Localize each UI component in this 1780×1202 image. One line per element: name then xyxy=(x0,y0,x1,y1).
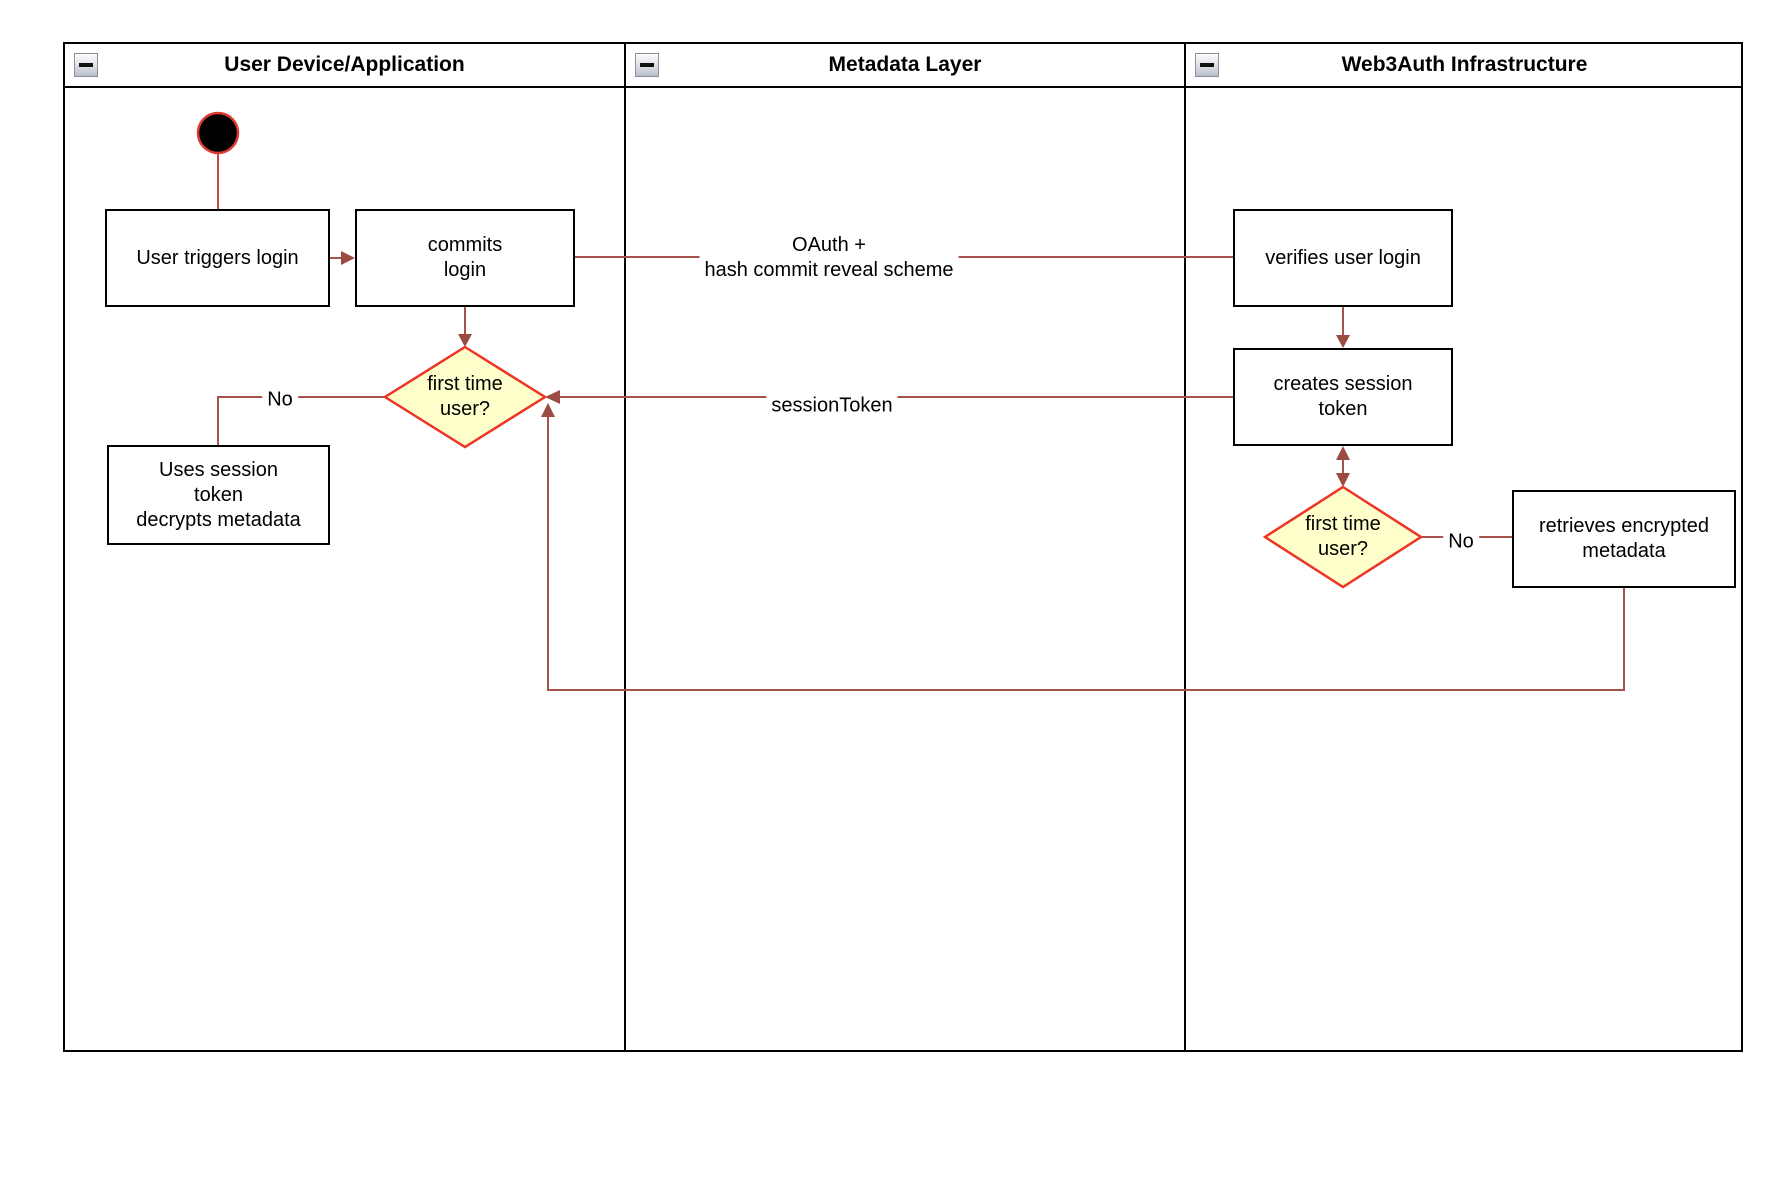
arrowhead-up-into-creates-session xyxy=(1336,446,1350,460)
arrowhead-loop-into-decision-device xyxy=(541,403,555,417)
lane-header-user-device[interactable]: User Device/Application xyxy=(65,44,624,86)
edge-label-no-infra[interactable]: No xyxy=(1443,529,1479,555)
arrowhead-into-creates-session xyxy=(1336,335,1350,348)
edge-label-oauth[interactable]: OAuth + hash commit reveal scheme xyxy=(699,233,959,283)
collapse-lane-button-1[interactable] xyxy=(74,53,98,77)
lane-header-separator xyxy=(63,86,1743,88)
edge-no-device xyxy=(217,396,385,445)
node-label: User triggers login xyxy=(136,246,299,269)
edge-label-session-token[interactable]: sessionToken xyxy=(766,393,898,419)
arrowhead-session-token xyxy=(545,390,560,404)
arrowhead-into-commits-login xyxy=(341,251,355,265)
node-label: retrieves encrypted metadata xyxy=(1538,515,1710,562)
decision-first-time-user-infra[interactable] xyxy=(1262,485,1424,589)
node-retrieves-encrypted-metadata[interactable]: retrieves encrypted metadata xyxy=(1512,490,1736,588)
start-node[interactable] xyxy=(196,111,240,155)
node-uses-session-token[interactable]: Uses session token decrypts metadata xyxy=(107,445,330,545)
lane-header-metadata-layer[interactable]: Metadata Layer xyxy=(626,44,1184,86)
lane-header-web3auth[interactable]: Web3Auth Infrastructure xyxy=(1186,44,1743,86)
lane-title-metadata-layer: Metadata Layer xyxy=(828,53,982,76)
lane-title-user-device: User Device/Application xyxy=(224,53,465,76)
node-label: Uses session token decrypts metadata xyxy=(136,458,301,531)
node-creates-session-token[interactable]: creates session token xyxy=(1233,348,1453,446)
edge-label-no-device[interactable]: No xyxy=(262,387,298,413)
node-user-triggers-login[interactable]: User triggers login xyxy=(105,209,330,307)
node-commits-login[interactable]: commits login xyxy=(355,209,575,307)
minus-icon xyxy=(79,63,93,67)
decision-first-time-user-device[interactable] xyxy=(382,345,548,449)
lane-title-web3auth: Web3Auth Infrastructure xyxy=(1341,53,1588,76)
edge-metadata-loop xyxy=(547,416,1625,691)
node-label: verifies user login xyxy=(1265,246,1421,269)
node-label: creates session token xyxy=(1273,373,1413,420)
node-verifies-user-login[interactable]: verifies user login xyxy=(1233,209,1453,307)
minus-icon xyxy=(1200,63,1214,67)
swimlane-frame xyxy=(63,42,1743,1052)
node-label: commits login xyxy=(427,234,503,281)
arrowhead-down-into-decision-infra xyxy=(1336,473,1350,487)
minus-icon xyxy=(640,63,654,67)
arrowhead-into-decision-device xyxy=(458,334,472,347)
collapse-lane-button-2[interactable] xyxy=(635,53,659,77)
collapse-lane-button-3[interactable] xyxy=(1195,53,1219,77)
lane-divider-1 xyxy=(624,42,626,1052)
lane-divider-2 xyxy=(1184,42,1186,1052)
